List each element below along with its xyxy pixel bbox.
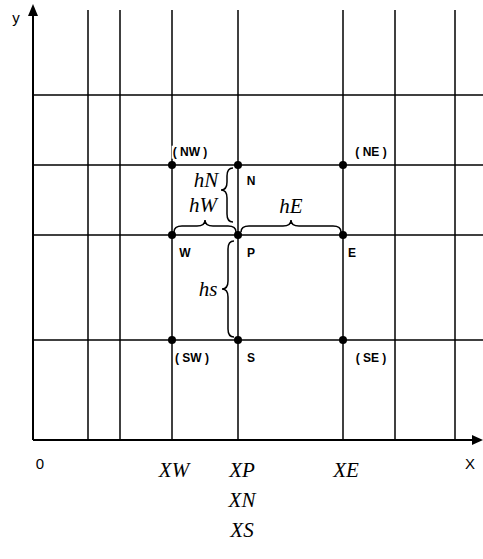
point-label: ( SE ) (355, 352, 388, 365)
arrowheads (28, 4, 483, 445)
spacing-braces (174, 168, 341, 337)
coordinate-label: XE (332, 459, 360, 481)
coordinate-label: XP (228, 459, 256, 481)
point-label: ( SW ) (174, 352, 210, 365)
point-label: P (246, 247, 256, 260)
axis-label: X (464, 456, 476, 472)
origin-label: 0 (35, 456, 45, 472)
grid-points (168, 161, 347, 344)
point-label: W (178, 247, 191, 260)
spacing-label: hN (193, 169, 220, 191)
coordinate-label: XW (158, 459, 190, 481)
coordinate-label: XN (228, 489, 257, 511)
axis-label: y (11, 10, 21, 26)
coordinate-label: XS (229, 519, 254, 541)
point-label: ( NE ) (354, 146, 387, 159)
grid-lines (33, 10, 483, 440)
point-label: E (347, 247, 357, 260)
point-label: ( NW ) (172, 146, 209, 159)
spacing-label: hW (188, 194, 218, 216)
point-label: N (246, 175, 257, 188)
spacing-label: hs (198, 278, 219, 300)
spacing-label: hE (278, 195, 303, 217)
point-label: S (246, 352, 256, 365)
axes (33, 12, 480, 440)
